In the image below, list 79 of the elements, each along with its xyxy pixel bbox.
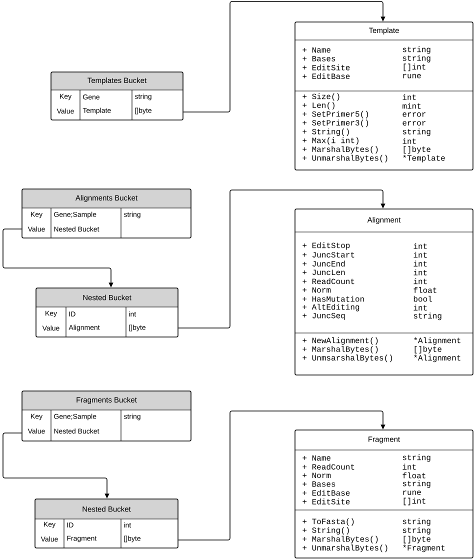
member-name: + String() (302, 128, 349, 136)
member-name: + JuncStart (302, 252, 354, 258)
member-type: error (402, 112, 426, 117)
member-name: + UnmsarshalBytes() (302, 354, 392, 362)
member-type: *Fragment (403, 544, 445, 552)
member-type: []int (404, 64, 426, 72)
member-type: string (402, 527, 430, 535)
member-name: + Len() (302, 102, 334, 110)
connector-arrow (178, 410, 386, 540)
member-type: string (402, 54, 430, 62)
member-name: + ReadCount (302, 464, 354, 470)
member-type: string (414, 312, 442, 320)
member-name: + UnmarshalBytes() (302, 544, 388, 552)
member-type: *Alignment (414, 354, 460, 362)
member-type: int (414, 269, 427, 276)
member-type: int (402, 138, 416, 144)
member-type: rune (403, 74, 421, 78)
member-type: []int (404, 498, 426, 506)
member-type: *Alignment (414, 337, 460, 345)
member-type: mint (402, 102, 421, 109)
class-box (294, 208, 474, 376)
member-name: + String() (302, 527, 349, 535)
member-type: int (414, 243, 427, 249)
member-name: + Norm (302, 287, 331, 293)
member-name: + AltEditing (302, 304, 360, 312)
member-name: + Bases (302, 481, 336, 487)
bucket-table (22, 390, 192, 442)
member-type: int (402, 464, 416, 470)
connector-arrow (178, 190, 386, 328)
member-type: []byte (404, 146, 430, 154)
member-type: bool (414, 296, 432, 302)
member-type: []byte (414, 346, 442, 354)
member-type: string (402, 518, 430, 526)
member-type: string (402, 480, 430, 488)
member-name: + JuncLen (302, 270, 345, 276)
member-name: + MarshalBytes() (302, 536, 378, 544)
bucket-table (36, 288, 178, 338)
member-type: rune (403, 490, 421, 495)
class-box (294, 430, 474, 558)
member-name: + Size() (302, 93, 340, 101)
member-name: + EditSite (302, 498, 350, 504)
member-name: + ToFasta() (302, 518, 354, 526)
member-name: + Bases (302, 56, 336, 62)
member-name: + EditStop (302, 242, 350, 250)
member-name: + SetPrimer5() (302, 110, 368, 118)
member-name: + MarshalBytes() (302, 346, 378, 354)
member-name: + JuncSeq (302, 312, 345, 320)
member-type: []byte (404, 536, 430, 544)
bucket-table (22, 188, 192, 238)
member-name: + UnmarshalBytes() (302, 154, 388, 162)
member-name: + EditSite (302, 64, 350, 70)
member-name: + JuncEnd (302, 260, 345, 267)
member-type: *Template (403, 154, 445, 162)
member-name: + SetPrimer3() (302, 120, 368, 128)
member-type: int (402, 94, 416, 100)
member-name: + Norm (302, 472, 331, 478)
member-name: + MarshalBytes() (302, 146, 378, 154)
member-name: + EditBase (302, 73, 350, 80)
member-name: + NewAlignment() (302, 337, 378, 345)
member-name: + Name (302, 47, 330, 53)
member-name: + HasMutation (302, 296, 364, 302)
member-name: + Name (302, 455, 330, 461)
member-type: error (402, 121, 426, 126)
member-type: string (402, 128, 430, 136)
member-name: + ReadCount (302, 278, 354, 284)
member-type: string (402, 46, 430, 54)
member-type: int (414, 278, 427, 284)
member-type: float (414, 287, 436, 293)
bucket-table (50, 72, 184, 120)
member-type: float (402, 472, 426, 478)
class-box (294, 22, 474, 170)
member-type: string (402, 454, 430, 462)
member-name: + EditBase (302, 490, 350, 496)
member-name: + Max(i int) (302, 137, 358, 145)
connector-arrow (183, 1, 386, 112)
bucket-table (34, 498, 178, 548)
member-type: int (414, 252, 427, 258)
member-type: int (414, 304, 427, 311)
member-type: int (414, 260, 427, 267)
